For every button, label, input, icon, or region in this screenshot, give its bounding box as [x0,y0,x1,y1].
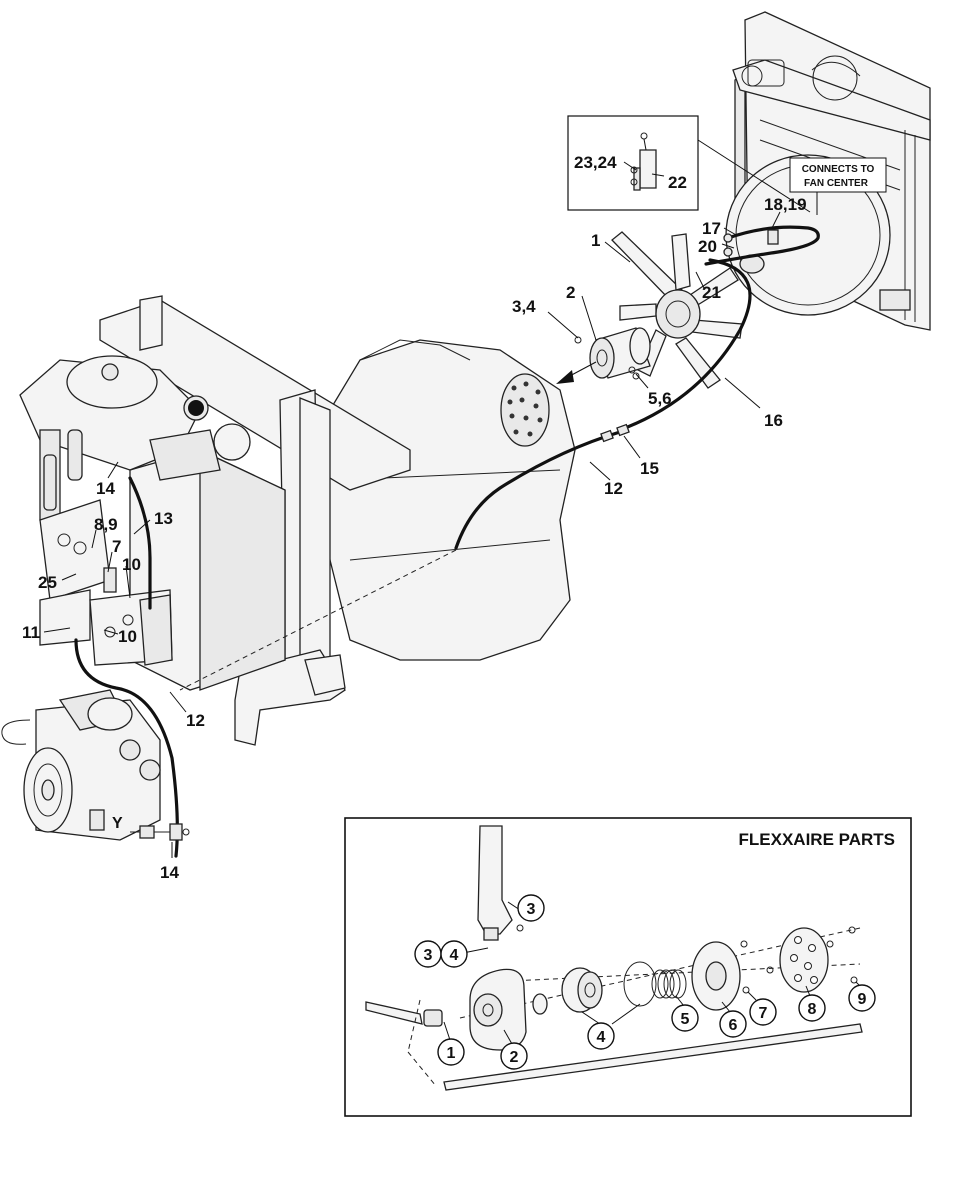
fan-spacer [574,327,651,380]
tee-fitting [130,823,190,858]
svg-text:5: 5 [681,1011,690,1028]
callout-25: 25 [38,573,57,592]
fan-center-note-line1: CONNECTS TO [802,164,875,175]
callout-14-lower: 14 [160,863,179,882]
callout-11: 11 [22,623,40,642]
callout-10-upper: 10 [122,555,141,574]
callout-20: 20 [698,237,717,256]
callout-7: 7 [112,537,121,556]
svg-text:6: 6 [729,1017,738,1034]
callout-22: 22 [668,173,687,192]
svg-text:2: 2 [510,1049,519,1066]
fan-center-note-line2: FAN CENTER [804,178,869,189]
callout-15: 15 [640,459,659,478]
callout-10-lower: 10 [118,627,137,646]
svg-text:1: 1 [447,1045,456,1062]
callout-1: 1 [591,231,600,250]
flexxaire-title: FLEXXAIRE PARTS [739,830,895,849]
engine-block [319,339,576,661]
hose-12-lower [74,638,179,858]
hose-16 [618,258,752,432]
flexxaire-inset: FLEXXAIRE PARTS [344,817,912,1117]
flex-callout-9: 9 [848,984,876,1012]
fan-assembly [611,231,743,389]
svg-text:4: 4 [450,947,459,964]
callout-y: Y [112,815,123,832]
main-callouts: 1 2 3,4 5,6 7 8,9 10 10 11 12 12 13 14 1… [22,153,807,882]
flex-callout-3-tube: 3 [517,894,545,922]
hoses [74,258,752,858]
callout-8-9: 8,9 [94,515,118,534]
flexxaire-callouts: 1 2 3 3 4 4 5 6 [414,894,876,1070]
svg-text:7: 7 [759,1005,768,1022]
svg-text:8: 8 [808,1001,817,1018]
callout-2: 2 [566,283,575,302]
hose-12-upper [454,430,622,550]
callout-12-upper: 12 [604,479,623,498]
callout-16: 16 [764,411,783,430]
hydraulic-pump [1,689,161,841]
flex-callout-3: 3 [414,940,442,968]
radiator-hose-fittings [704,225,820,266]
flex-callout-2: 2 [500,1042,528,1070]
svg-text:3: 3 [424,947,433,964]
hydraulic-tank [19,355,286,691]
callout-14-upper: 14 [96,479,115,498]
svg-text:9: 9 [858,991,867,1008]
hydraulic-tank-frame [99,295,411,746]
flex-callout-4: 4 [587,1022,615,1050]
flex-callout-6: 6 [719,1010,747,1038]
svg-text:3: 3 [527,901,536,918]
callout-13: 13 [154,509,173,528]
flex-callout-8: 8 [798,994,826,1022]
flex-callout-1: 1 [437,1038,465,1066]
svg-text:4: 4 [597,1029,606,1046]
callout-18-19: 18,19 [764,195,807,214]
flex-callout-5: 5 [671,1004,699,1032]
callout-12-lower: 12 [186,711,205,730]
bracket-detail-box [567,115,811,213]
fan-center-note: CONNECTS TO FAN CENTER [789,157,887,215]
flex-callout-4-upper: 4 [440,940,468,968]
hose-13 [128,476,152,610]
main-leader-lines [43,161,781,713]
callout-5-6: 5,6 [648,389,672,408]
flex-callout-7: 7 [749,998,777,1026]
callout-17: 17 [702,219,721,238]
callout-21: 21 [702,283,721,302]
direction-arrow [556,361,597,384]
callout-3-4: 3,4 [512,297,536,316]
callout-23-24: 23,24 [574,153,617,172]
